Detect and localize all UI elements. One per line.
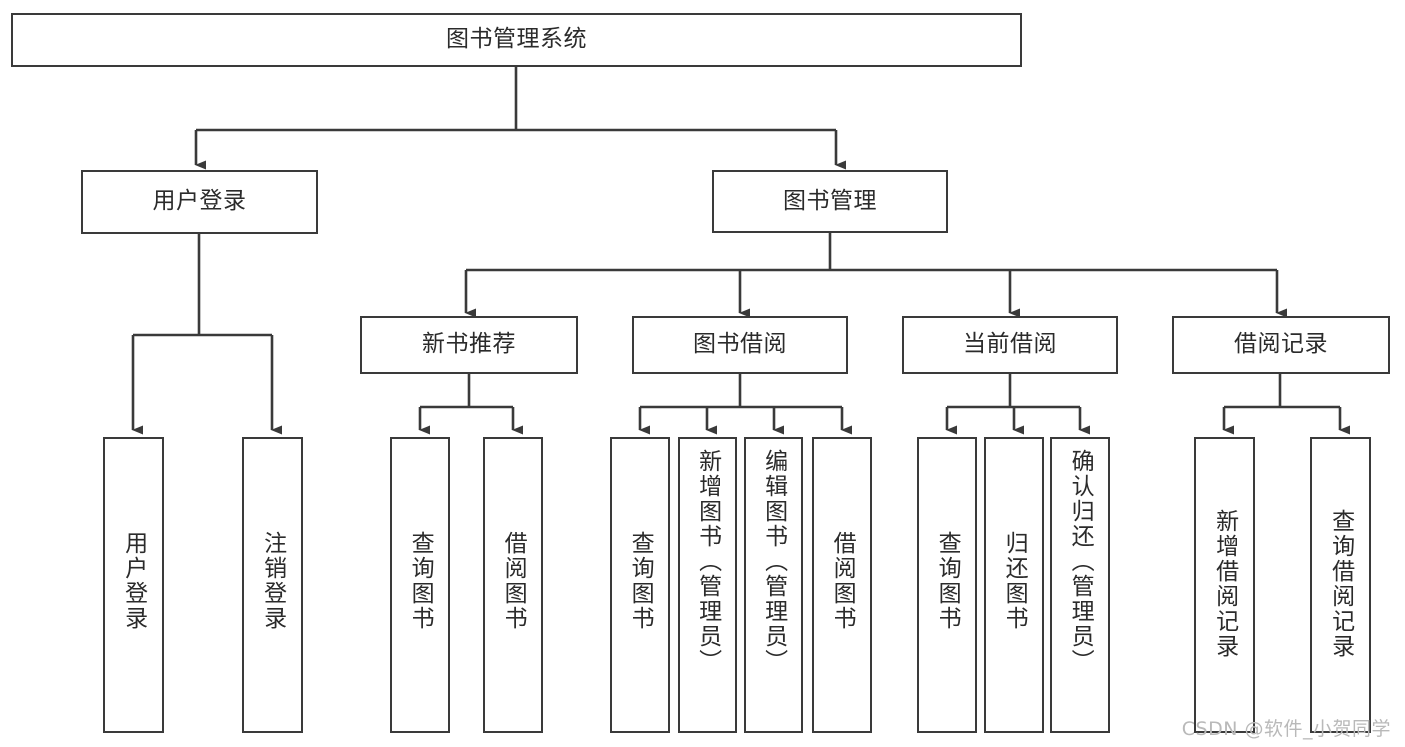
node-label: 确认归还（管理员）: [1067, 449, 1094, 674]
leaf-add-borrow-record[interactable]: 新增借阅记录: [1194, 437, 1255, 733]
node-label: 编辑图书（管理员）: [760, 449, 787, 674]
node-label: 查询借阅记录: [1327, 509, 1354, 659]
node-new-book-recommend[interactable]: 新书推荐: [360, 316, 578, 374]
node-label: 注销登录: [259, 531, 286, 631]
node-book-management[interactable]: 图书管理: [712, 170, 948, 233]
node-root-system[interactable]: 图书管理系统: [11, 13, 1022, 67]
node-label: 查询图书: [934, 531, 961, 631]
node-label: 归还图书: [1001, 531, 1028, 631]
leaf-logout[interactable]: 注销登录: [242, 437, 303, 733]
node-label: 借阅图书: [829, 531, 856, 631]
node-label: 图书借阅: [693, 331, 787, 358]
node-label: 当前借阅: [963, 331, 1057, 358]
node-label: 借阅图书: [500, 531, 527, 631]
leaf-query-book-newbook[interactable]: 查询图书: [390, 437, 450, 733]
leaf-query-book-current[interactable]: 查询图书: [917, 437, 977, 733]
node-label: 图书管理系统: [446, 26, 587, 53]
node-current-borrow[interactable]: 当前借阅: [902, 316, 1118, 374]
node-user-login[interactable]: 用户登录: [81, 170, 318, 234]
node-label: 用户登录: [152, 188, 247, 215]
leaf-confirm-return-admin[interactable]: 确认归还（管理员）: [1050, 437, 1110, 733]
node-book-borrow[interactable]: 图书借阅: [632, 316, 848, 374]
leaf-user-login[interactable]: 用户登录: [103, 437, 164, 733]
node-label: 查询图书: [407, 531, 434, 631]
leaf-query-book-borrow[interactable]: 查询图书: [610, 437, 670, 733]
leaf-query-borrow-record[interactable]: 查询借阅记录: [1310, 437, 1371, 733]
leaf-edit-book-admin[interactable]: 编辑图书（管理员）: [744, 437, 803, 733]
node-label: 查询图书: [627, 531, 654, 631]
node-label: 图书管理: [783, 187, 877, 214]
node-label: 新增图书（管理员）: [694, 449, 721, 674]
leaf-add-book-admin[interactable]: 新增图书（管理员）: [678, 437, 737, 733]
leaf-borrow-book[interactable]: 借阅图书: [812, 437, 872, 733]
node-borrow-records[interactable]: 借阅记录: [1172, 316, 1390, 374]
node-label: 新书推荐: [422, 331, 516, 358]
node-label: 用户登录: [120, 531, 147, 631]
leaf-borrow-book-newbook[interactable]: 借阅图书: [483, 437, 543, 733]
watermark: CSDN @软件_小贺同学: [1181, 718, 1391, 740]
node-label: 新增借阅记录: [1211, 509, 1238, 659]
node-label: 借阅记录: [1234, 331, 1328, 358]
leaf-return-book[interactable]: 归还图书: [984, 437, 1044, 733]
